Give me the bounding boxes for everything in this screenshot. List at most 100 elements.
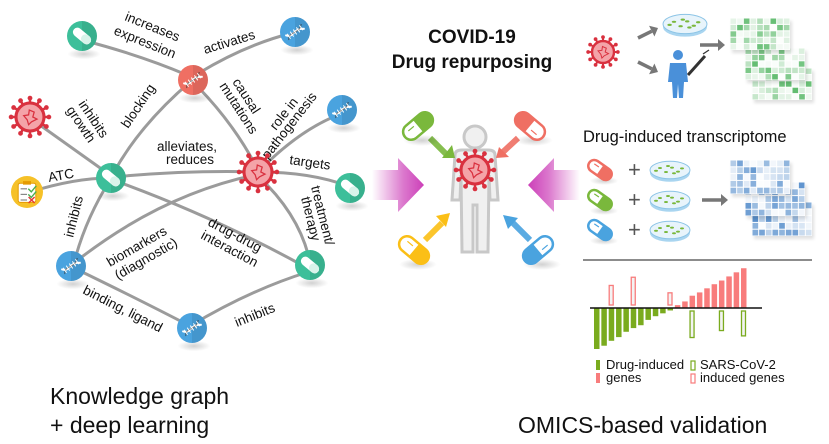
label-alleviates: alleviates, [157,139,217,154]
arrow-left-magenta [372,158,424,212]
bar-drug-down [616,308,622,338]
bar-drug-up [718,280,725,308]
bar-drug-down [667,308,673,311]
pill-icon [101,169,121,187]
arrow-blue [503,215,533,243]
center-pills [397,110,561,270]
virus-icon [453,148,497,192]
knowledge-graph-nodes [8,17,369,352]
bar-drug-up [682,301,688,308]
label-reduces: reduces [166,152,214,167]
dna-icon [284,23,305,41]
arrow-yellow [422,213,450,243]
label-binding-ligand: binding, ligand [81,282,165,335]
title-line1: COVID-19 [428,27,516,48]
edge-blocking [112,80,191,173]
arrow-to-heatmap [700,39,725,51]
dna-icon [182,71,203,89]
dna-icon [60,257,81,275]
arrow-to-patient [637,60,658,75]
bar-drug-down [630,308,637,329]
node-gene-left-bottom [56,251,90,290]
pill-icon [72,27,92,45]
bar-drug-down [601,308,607,346]
transcriptome-heatmap-1 [730,160,792,197]
legend-drug-line1: Drug-induced [606,357,684,372]
transcriptome-dish-icon-2 [649,190,691,212]
bar-sars-up [667,292,673,306]
legend-swatch-sars-red [690,373,696,384]
plus-sign: + [628,217,641,242]
gene-expression-bar-chart [590,268,762,349]
node-drug-top [67,21,101,60]
title-line2: Drug repurposing [392,52,552,73]
arrow-to-transcriptome-heatmap [702,194,728,206]
bar-drug-down [623,308,629,332]
patient-injection-icon [668,49,710,98]
bar-drug-up [741,268,747,308]
label-activates: activates [201,27,257,57]
bar-drug-up [674,305,681,308]
arrow-to-dish [637,25,658,40]
transcriptome-title: Drug-induced transcriptome [583,128,787,146]
pill-icon-green [401,110,441,146]
plus-sign: + [628,157,641,182]
edge-drug-drug [112,178,301,266]
pill-icon-yellow [397,234,437,270]
pill-icon [340,179,360,197]
arrow-red [496,135,521,158]
infection-virus-icon [586,35,620,69]
pill-icon [300,256,320,274]
clipboard-checklist-icon [17,181,37,204]
transcriptome-dish-icon-3 [649,220,691,242]
infection-dish-icon [662,13,708,37]
infection-heatmap-1 [730,18,792,53]
edge-alleviates [112,170,258,179]
edge-biomarkers [73,173,256,265]
bar-drug-up [696,292,703,308]
bar-drug-up [711,284,718,308]
infection-panel [586,13,814,103]
transcriptome-panel: + + + [587,157,814,245]
label-blocking: blocking [118,81,158,130]
legend-drug-line2: genes [606,370,642,385]
bar-drug-down [594,308,600,349]
bar-sars-up [630,276,636,306]
atc-node [11,176,43,208]
kg-caption-line1: Knowledge graph [50,383,229,409]
infection-heatmap-2 [745,48,807,83]
center-virus-icon [453,148,497,192]
bar-drug-up [733,272,740,308]
legend-swatch-drug-red [596,373,600,383]
bar-drug-up [726,276,732,308]
pill-icon-red [513,110,553,146]
plus-sign: + [628,187,641,212]
pill-icon-blue [521,234,561,270]
kg-caption-line2: + deep learning [50,412,209,438]
bar-drug-down [652,308,659,317]
node-gene-bottom [177,313,211,352]
node-virus-left [8,95,52,139]
bar-sars-down [718,310,725,332]
dna-icon [181,319,202,337]
transcriptome-pill-icon-3 [587,218,619,245]
bar-drug-up [689,295,696,308]
arrow-right-magenta [528,158,580,212]
legend-sars-line1: SARS-CoV-2 [700,357,776,372]
transcriptome-pill-icon-2 [587,188,619,215]
transcriptome-dish-icon-1 [649,160,691,182]
edge-binding [73,266,191,328]
node-drug-center [96,163,130,202]
node-drug-bottom-right [295,250,329,289]
label-atc: ATC [47,166,75,185]
bar-drug-down [660,308,666,314]
bar-drug-up [704,288,710,308]
bar-sars-up [608,284,614,306]
dna-icon [331,101,352,119]
bar-drug-down [645,308,651,320]
node-virus-center [236,150,280,194]
transcriptome-pill-icon-1 [587,158,619,185]
bar-sars-down [689,310,695,339]
node-drug-right [335,173,369,212]
